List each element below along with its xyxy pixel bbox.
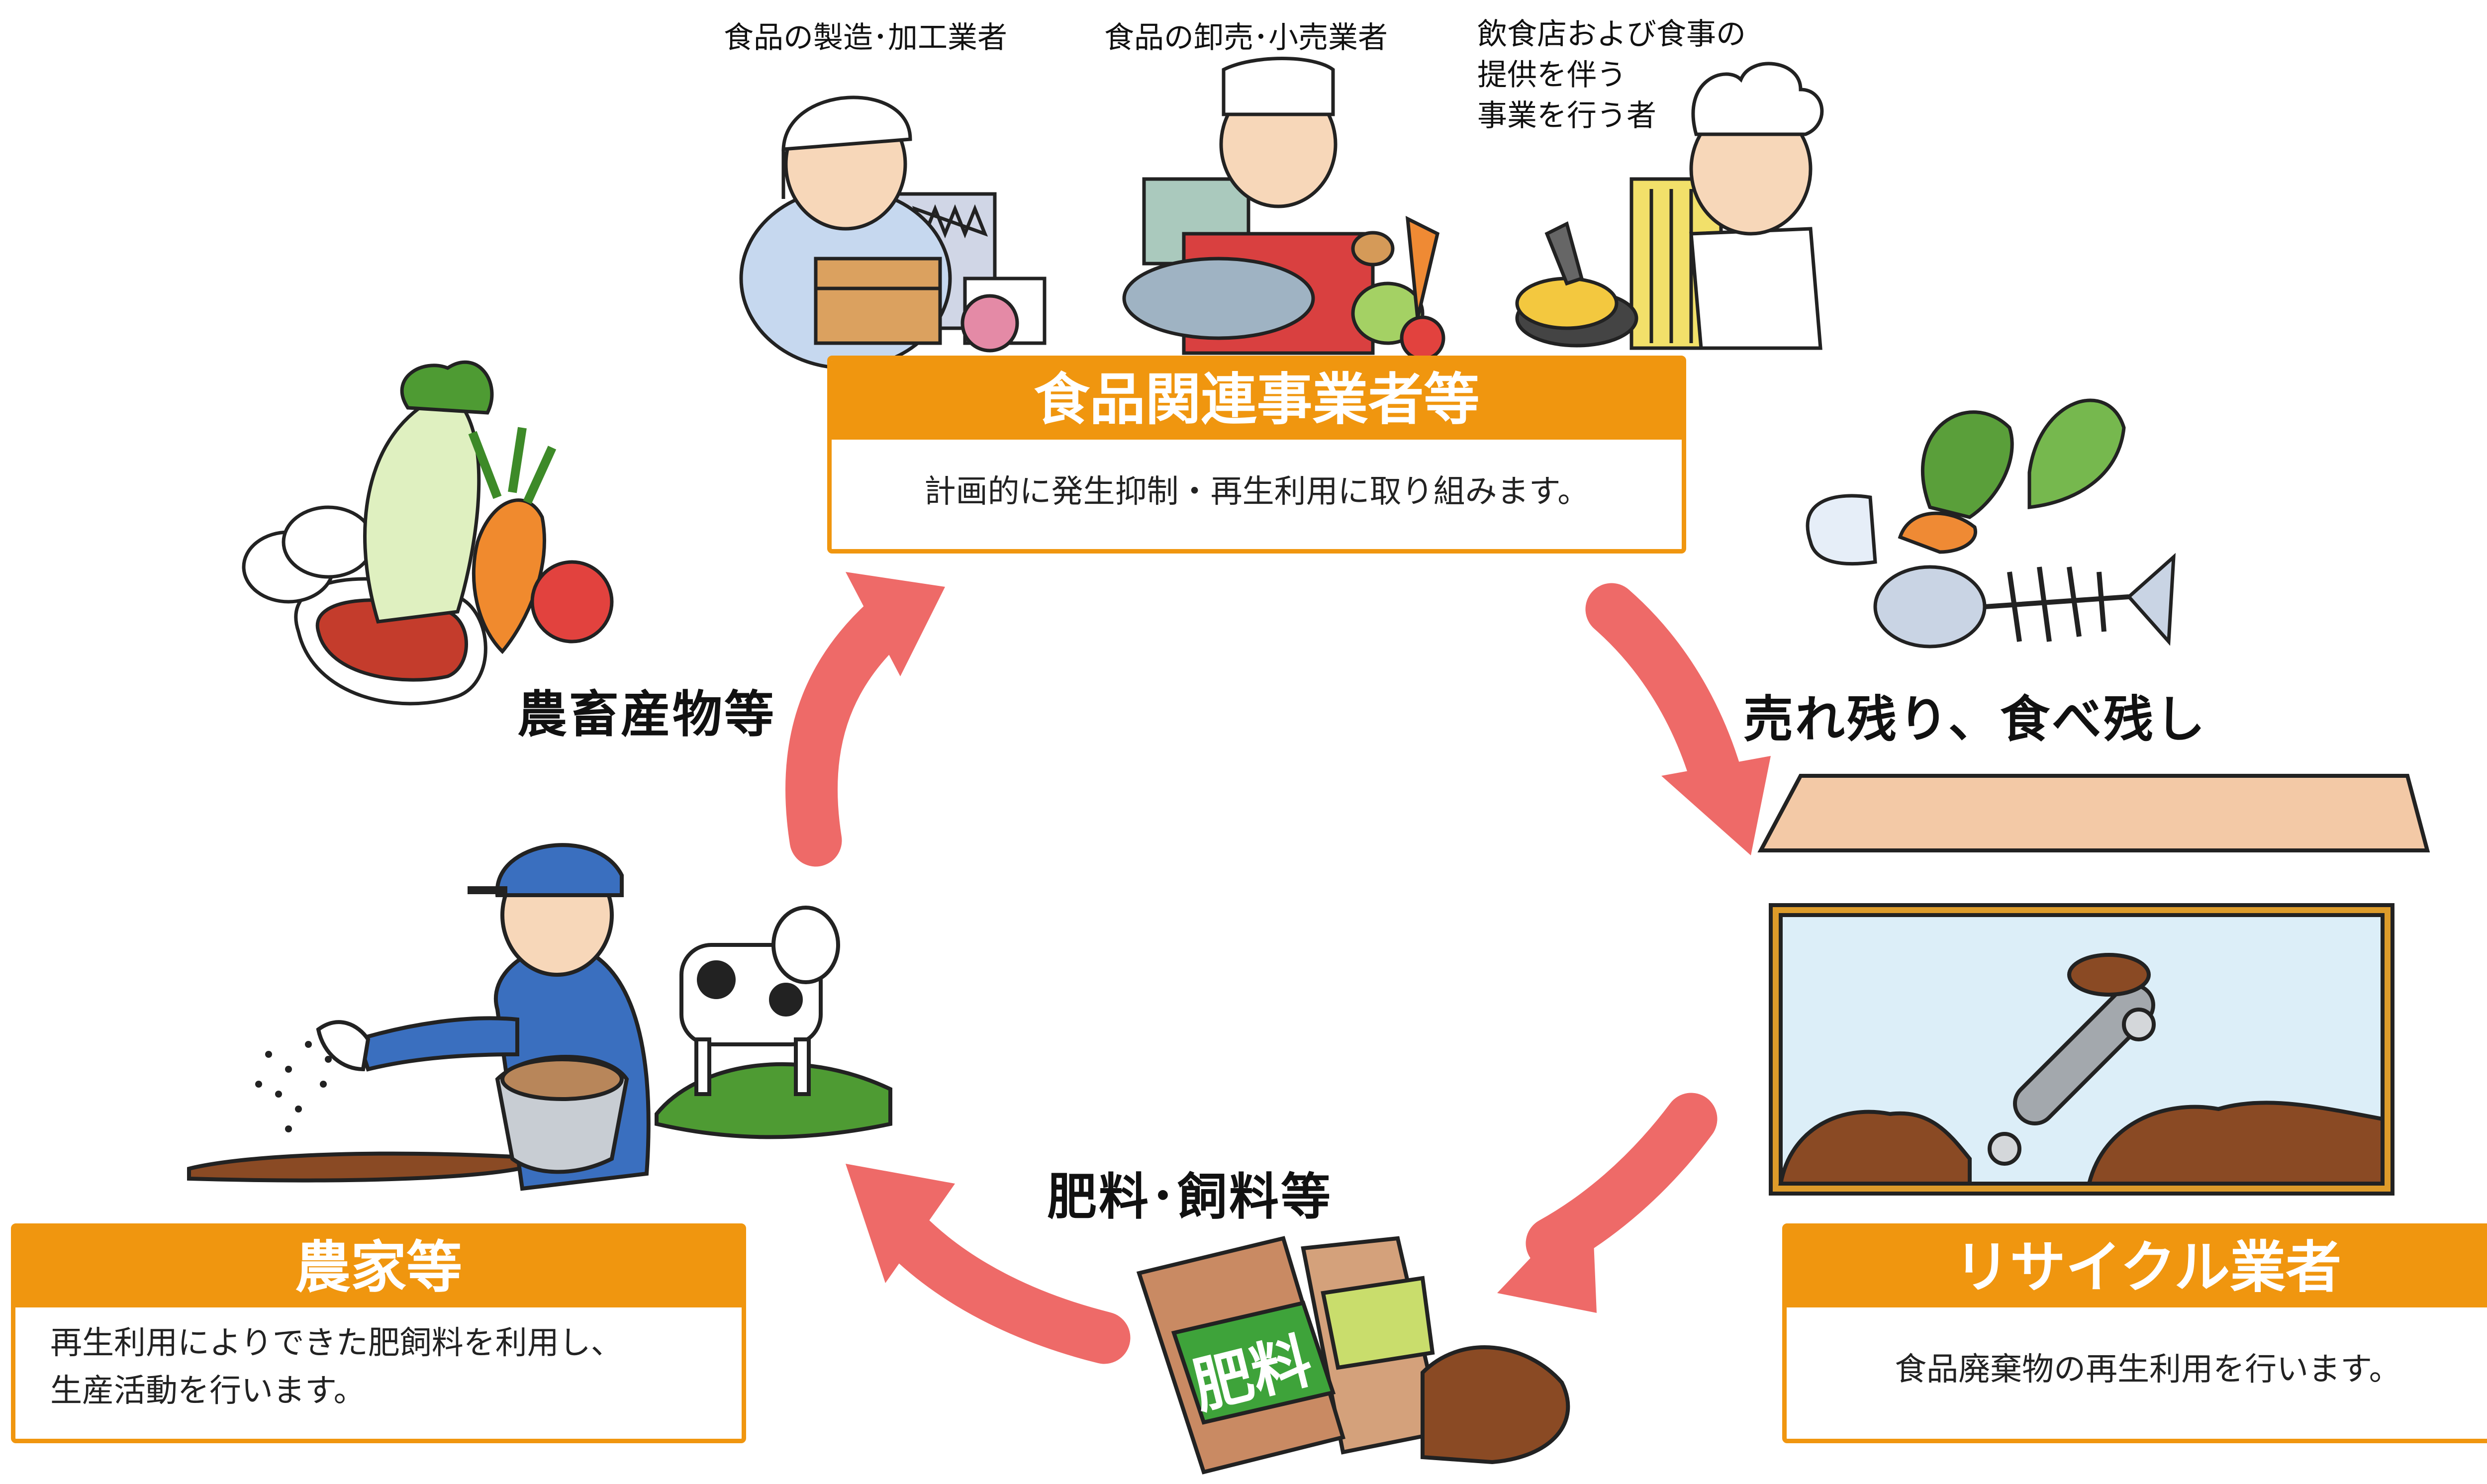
arrow-recycler-to-fertilizer-head [1497, 1194, 1597, 1313]
restaurant-label-line-1: 飲食店および食事の [1477, 17, 1746, 52]
restaurant-label-line-3: 事業を行う者 [1477, 98, 1656, 133]
recycler-box: リサイクル業者 食品廃棄物の再生利用を行います。 [1782, 1223, 2487, 1443]
arrow-farm-to-business [785, 595, 912, 867]
farmer-illustration [187, 843, 892, 1191]
farmer-description-line-1: 再生利用によりできた肥飼料を利用し、 [50, 1325, 623, 1362]
fertilizer-feed-label: 肥料･飼料等 [1047, 1168, 1333, 1226]
recycler-description: 食品廃棄物の再生利用を行います。 [1895, 1351, 2401, 1388]
arrow-farm-to-business-head [846, 572, 945, 676]
recycler-title: リサイクル業者 [1787, 1228, 2487, 1307]
wholesale-label: 食品の卸売･小売業者 [1104, 20, 1388, 55]
cycle-arrows [785, 572, 1771, 1364]
restaurant-illustration [1515, 62, 1824, 350]
restaurant-label: 飲食店および食事の 提供を伴う 事業を行う者 [1477, 14, 1746, 136]
fertilizer-bags [1136, 1236, 1570, 1475]
agri-products-label: 農畜産物等 [517, 685, 776, 743]
agri-products-illustration [242, 360, 614, 706]
wholesale-illustration [1122, 57, 1445, 361]
food-business-description: 計画的に発生抑制・再生利用に取り組みます。 [924, 473, 1590, 510]
food-business-box: 食品関連事業者等 計画的に発生抑制・再生利用に取り組みます。 [827, 356, 1686, 554]
arrow-fertilizer-to-farm-head [846, 1164, 955, 1283]
arrow-business-to-recycler [1585, 583, 1742, 802]
leftovers-illustration [1806, 398, 2176, 649]
arrow-business-to-recycler-head [1661, 756, 1771, 855]
farmer-box: 農家等 再生利用によりできた肥飼料を利用し、 生産活動を行います。 [11, 1223, 746, 1443]
manufacturer-illustration [739, 95, 1047, 370]
arrow-fertilizer-to-farm [879, 1207, 1131, 1364]
farmer-description-line-2: 生産活動を行います。 [50, 1373, 366, 1409]
leftovers-label: 売れ残り、食べ残し [1743, 690, 2207, 748]
recycling-facility [1757, 774, 2430, 1196]
manufacturer-label: 食品の製造･加工業者 [724, 20, 1007, 55]
restaurant-label-line-2: 提供を伴う [1477, 58, 1626, 93]
food-business-title: 食品関連事業者等 [832, 360, 1682, 440]
scattered-fertilizer [255, 1041, 332, 1132]
farmer-title: 農家等 [15, 1228, 742, 1307]
